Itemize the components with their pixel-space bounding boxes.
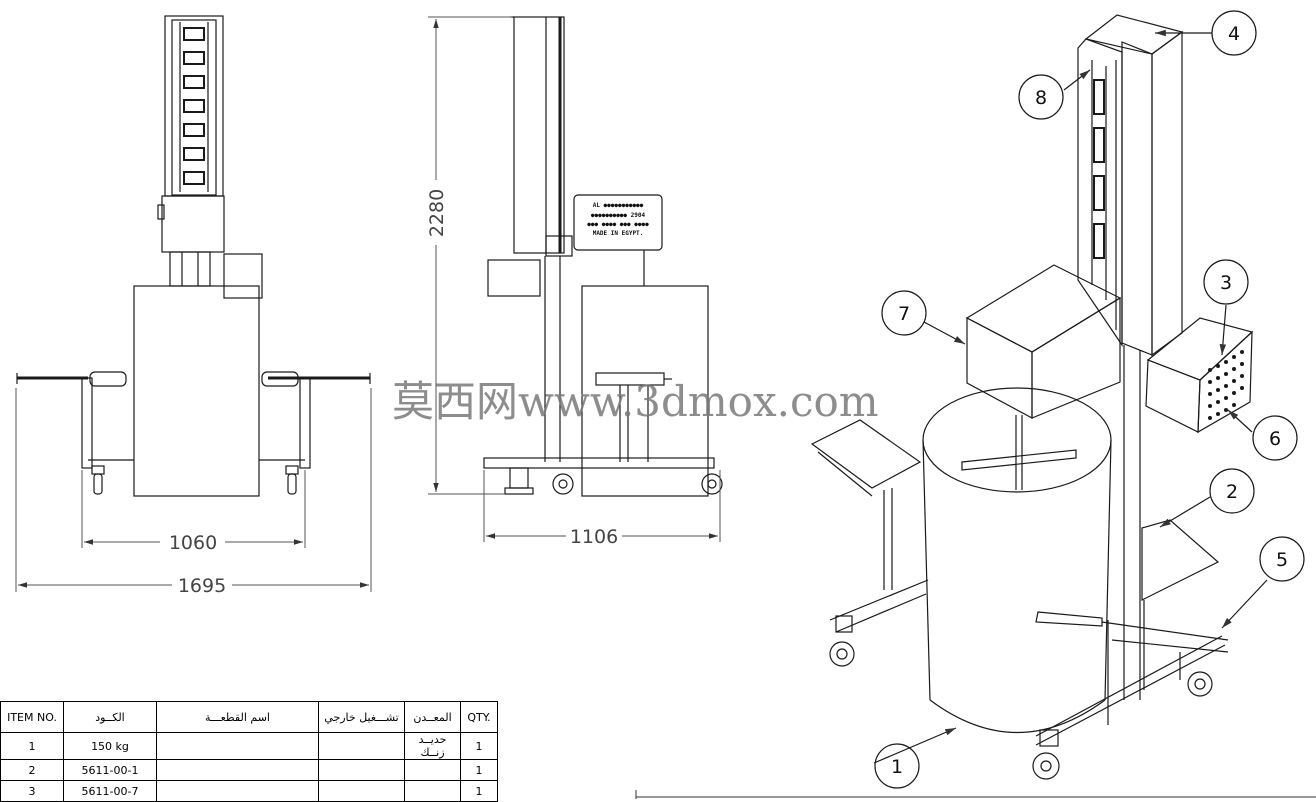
bom-header-row: ITEM NO. الكــود اسم القطعـــة تشـــغيل … [0, 701, 498, 733]
dim-height: 2280 [426, 189, 448, 237]
callout-6 [1252, 415, 1298, 461]
callout-4 [1211, 10, 1257, 56]
table-row: 3 5611-00-7 1 [0, 780, 498, 802]
bom-header-qty: QTY. [460, 701, 498, 733]
sheet-border [635, 790, 1316, 799]
callout-8 [1018, 74, 1064, 120]
svg-text:AL ●●●●●●●●●●●: AL ●●●●●●●●●●● [593, 202, 644, 209]
table-row: 1 150 kg حديــد زنــك 1 [0, 732, 498, 760]
svg-text:3: 3 [1220, 272, 1232, 294]
svg-text:5: 5 [1276, 549, 1288, 571]
bom-header-code: الكــود [63, 701, 157, 733]
dim-overall-width: 1695 [178, 575, 226, 597]
front-dimensions [15, 388, 372, 592]
bom-header-external: تشـــغيل خارجي [318, 701, 405, 733]
callout-7 [881, 290, 927, 336]
svg-text:MADE IN EGYPT.: MADE IN EGYPT. [593, 230, 644, 237]
svg-text:2: 2 [1226, 481, 1238, 503]
isometric-view [810, 14, 1254, 780]
callout-1 [874, 743, 920, 789]
callout-5 [1259, 536, 1305, 582]
callout-3 [1203, 259, 1249, 305]
svg-text:8: 8 [1035, 87, 1047, 109]
svg-text:1: 1 [891, 756, 903, 778]
dim-depth: 1106 [570, 526, 618, 548]
front-view [16, 15, 371, 497]
callouts [873, 10, 1305, 789]
nameplate: AL ●●●●●●●●●●● ●●●●●●●●●● 2904 ●●● ●●●● … [587, 202, 649, 237]
svg-text:●●● ●●●● ●●● ●●●●: ●●● ●●●● ●●● ●●●● [587, 221, 649, 228]
svg-text:6: 6 [1269, 428, 1281, 450]
table-row: 2 5611-00-1 1 [0, 759, 498, 781]
side-dimensions [428, 16, 721, 542]
bom-header-material: المعــدن [404, 701, 461, 733]
bom-header-part-name: اسم القطعـــة [156, 701, 319, 733]
svg-text:7: 7 [898, 303, 910, 325]
bill-of-materials: ITEM NO. الكــود اسم القطعـــة تشـــغيل … [0, 701, 498, 802]
dim-inner-width: 1060 [169, 532, 217, 554]
svg-text:4: 4 [1228, 23, 1240, 45]
svg-text:●●●●●●●●●● 2904: ●●●●●●●●●● 2904 [591, 212, 646, 219]
bom-header-item-no: ITEM NO. [0, 701, 64, 733]
callout-2 [1209, 468, 1255, 514]
callout-labels: 1 2 3 4 5 6 7 8 [891, 23, 1288, 778]
watermark: 莫西网www.3dmox.com [392, 377, 879, 426]
